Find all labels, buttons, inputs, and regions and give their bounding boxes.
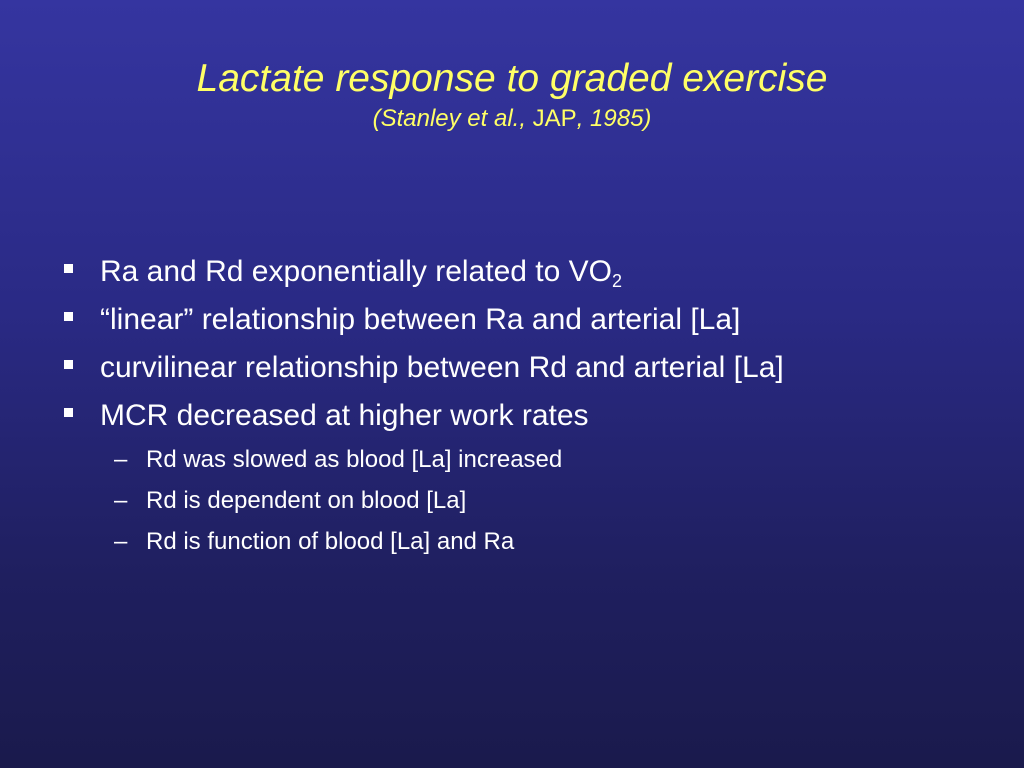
subtitle-open: ( (372, 105, 381, 132)
square-bullet-icon (64, 360, 73, 369)
slide-title: Lactate response to graded exercise (196, 57, 828, 100)
dash-bullet-icon: – (114, 528, 128, 555)
bullet-list: Ra and Rd exponentially related to VO2 “… (0, 252, 1024, 567)
subtitle-authors: Stanley et al., (380, 105, 526, 132)
square-bullet-icon (64, 312, 73, 321)
bullet-item: Ra and Rd exponentially related to VO2 (0, 252, 1024, 300)
subbullet-item: – Rd is function of blood [La] and Ra (0, 526, 1024, 567)
dash-bullet-icon: – (114, 487, 128, 514)
bullet-text: “linear” relationship between Ra and art… (100, 303, 741, 336)
square-bullet-icon (64, 408, 73, 417)
subbullet-item: – Rd was slowed as blood [La] increased (0, 444, 1024, 485)
bullet-text: MCR decreased at higher work rates (100, 399, 589, 432)
bullet-item: MCR decreased at higher work rates (0, 396, 1024, 444)
bullet-text: curvilinear relationship between Rd and … (100, 351, 784, 384)
title-block: Lactate response to graded exercise (Sta… (0, 56, 1024, 134)
subbullet-item: – Rd is dependent on blood [La] (0, 485, 1024, 526)
square-bullet-icon (64, 264, 73, 273)
bullet-item: curvilinear relationship between Rd and … (0, 348, 1024, 396)
bullet-item: “linear” relationship between Ra and art… (0, 300, 1024, 348)
bullet-subscript: 2 (611, 271, 622, 291)
subtitle-journal: JAP (526, 105, 577, 132)
bullet-text-main: Ra and Rd exponentially related to VO (100, 255, 612, 288)
slide-subtitle: (Stanley et al., JAP, 1985) (0, 104, 1024, 134)
subbullet-text: Rd was slowed as blood [La] increased (146, 446, 563, 473)
subtitle-year: , 1985) (576, 105, 652, 132)
subbullet-text: Rd is dependent on blood [La] (146, 487, 467, 514)
subbullet-text: Rd is function of blood [La] and Ra (146, 528, 515, 555)
bullet-text: Ra and Rd exponentially related to VO2 (100, 252, 622, 292)
dash-bullet-icon: – (114, 446, 128, 473)
